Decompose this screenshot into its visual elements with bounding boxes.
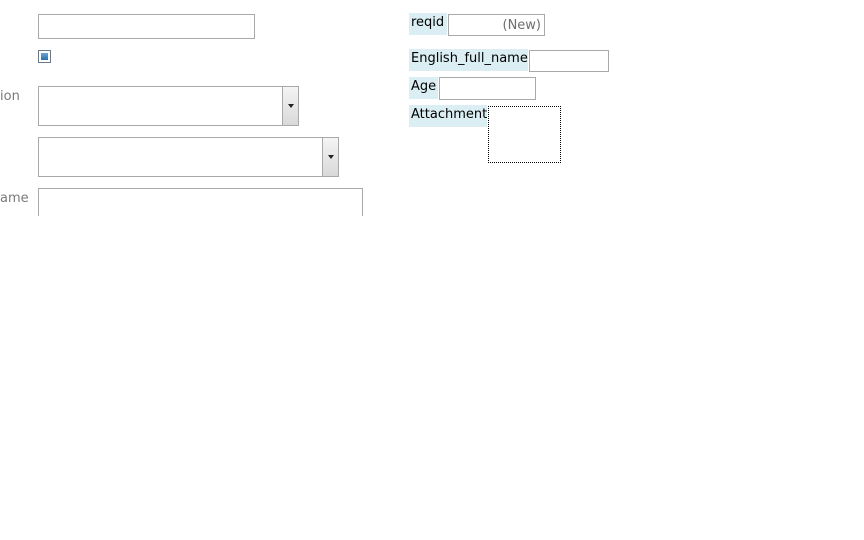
reqid-label: reqid xyxy=(409,13,447,35)
chevron-down-icon xyxy=(287,104,294,108)
english-full-name-label: English_full_name xyxy=(409,49,528,71)
combo-2-dropdown-button[interactable] xyxy=(322,138,338,176)
left-text-field-top[interactable] xyxy=(38,14,255,39)
combo-1-dropdown-button[interactable] xyxy=(282,87,298,125)
reqid-new-value: (New) xyxy=(502,18,542,33)
reqid-field[interactable]: (New) xyxy=(448,14,545,36)
chevron-down-icon xyxy=(327,155,334,159)
left-checkbox[interactable] xyxy=(38,50,51,63)
left-label-ame: ame xyxy=(0,191,29,206)
age-label: Age xyxy=(409,77,438,99)
left-combo-box-2[interactable] xyxy=(38,137,339,177)
left-combo-box-1[interactable] xyxy=(38,86,299,126)
checkbox-checked-indicator xyxy=(41,53,48,60)
age-field[interactable] xyxy=(439,77,536,100)
left-label-ion: ion xyxy=(0,89,20,104)
english-full-name-field[interactable] xyxy=(529,50,609,72)
attachment-label: Attachment xyxy=(409,105,487,127)
form-detail-section: ion ame reqid (New) English_full_name Ag… xyxy=(0,0,864,216)
left-text-field-bottom[interactable] xyxy=(38,188,363,216)
attachment-control[interactable] xyxy=(488,106,561,163)
